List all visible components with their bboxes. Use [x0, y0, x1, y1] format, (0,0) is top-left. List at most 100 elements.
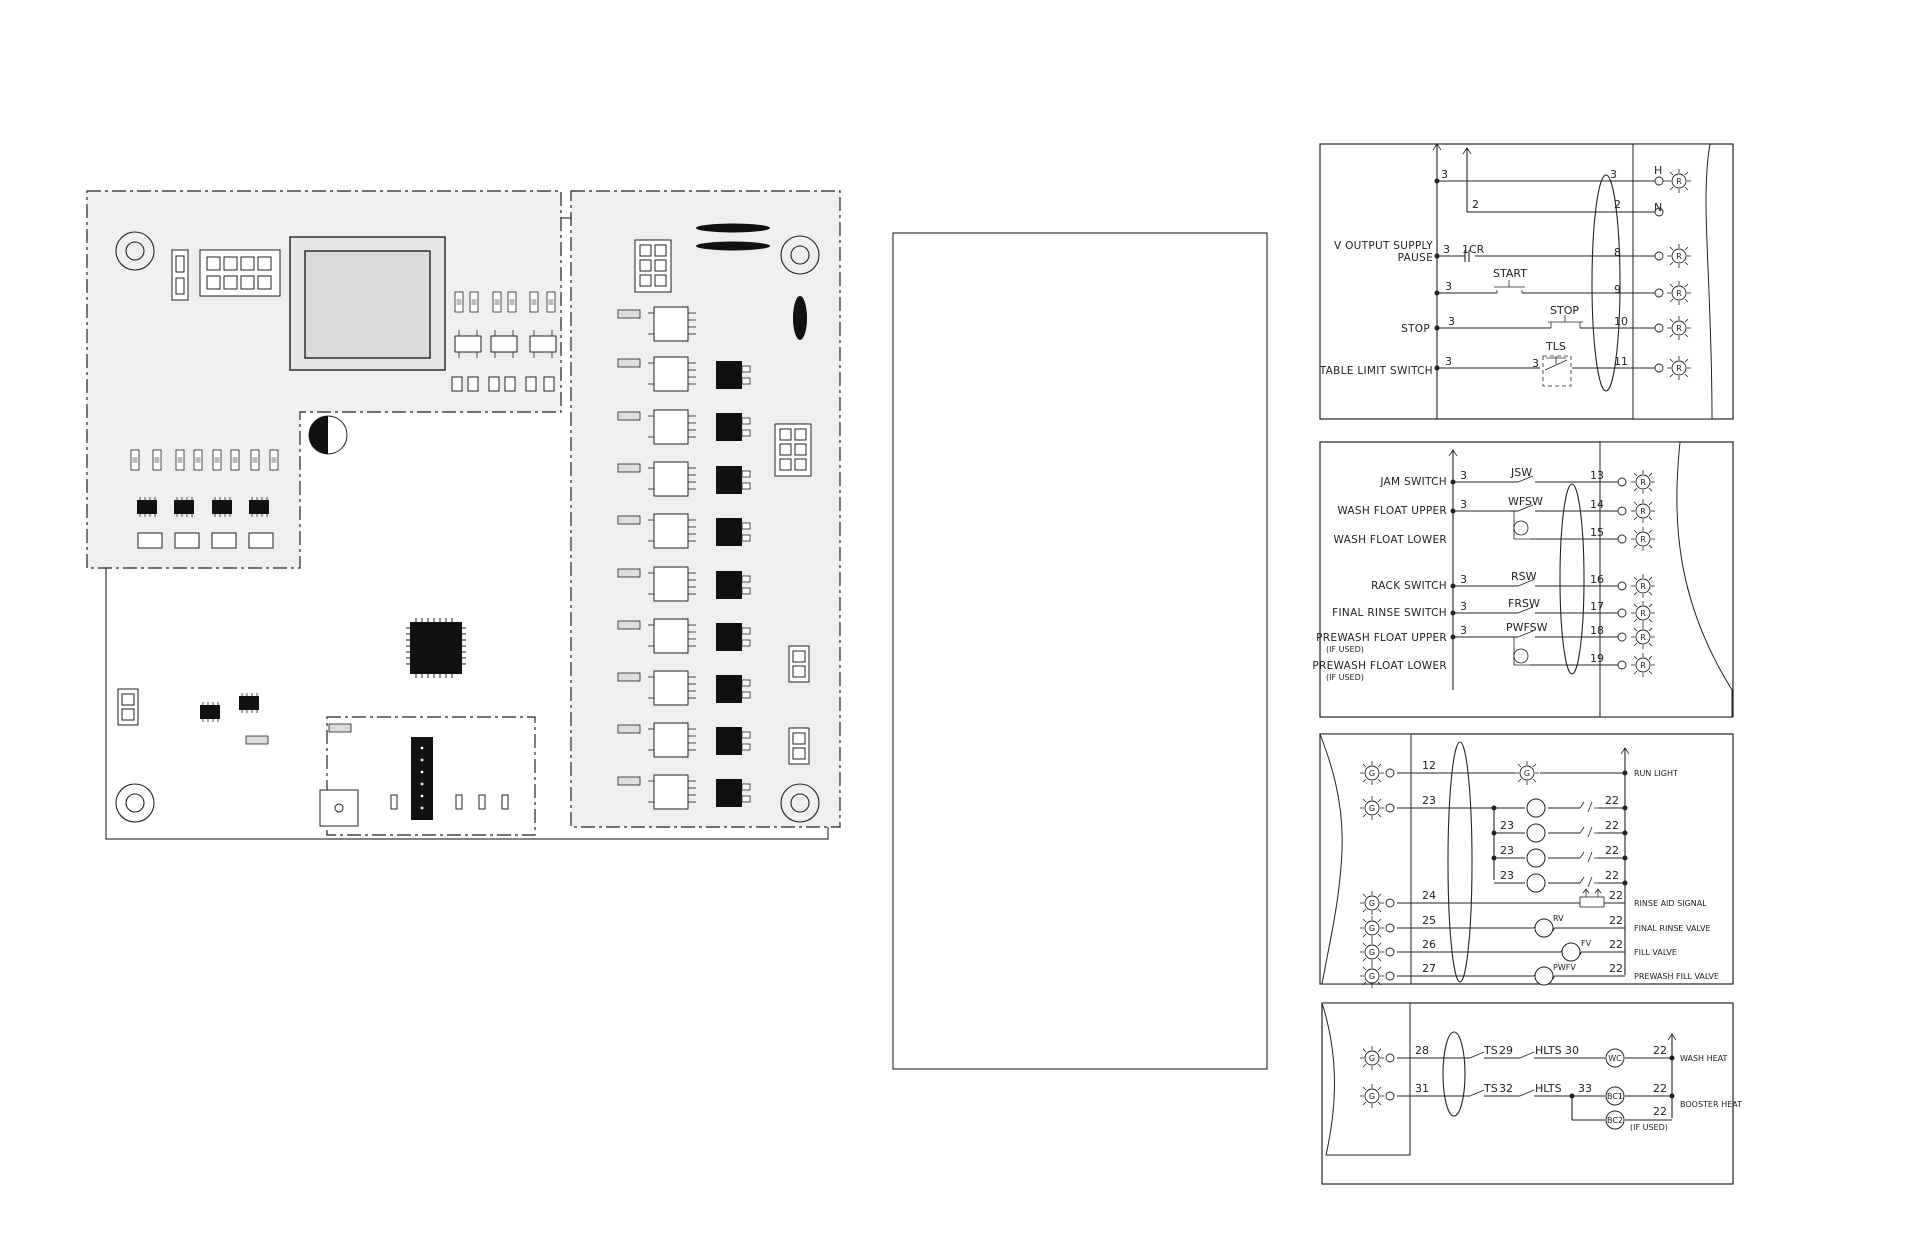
p2-note-2: (IF USED) — [1326, 673, 1364, 682]
connector-2pin-right-a — [788, 645, 810, 683]
p1-device-stop: STOP — [1550, 304, 1579, 317]
connector-2pin-top — [171, 249, 189, 301]
connector-6pin-top — [634, 239, 672, 293]
transformer — [289, 236, 446, 371]
p4-coil-bc2: BC2 — [1607, 1116, 1623, 1125]
mount-hole-bottom-left — [115, 783, 155, 823]
p2-right-13: 13 — [1590, 469, 1604, 482]
p2-device-pwfsw: PWFSW — [1506, 621, 1548, 634]
p1-label-pause: PAUSE — [1398, 252, 1433, 264]
p3-lamp-run: G — [1524, 769, 1530, 778]
p3-right-3: 22 — [1605, 844, 1619, 857]
diode-row — [451, 376, 555, 392]
p4-label-wash-heat: WASH HEAT — [1680, 1054, 1728, 1063]
p1-left-2: 2 — [1472, 198, 1479, 211]
p1-label-v-output: V OUTPUT SUPPLY — [1334, 240, 1433, 252]
p3-lamp-2: G — [1369, 804, 1375, 813]
p4-coil-bc1: BC1 — [1607, 1092, 1623, 1101]
p3-wire-23d: 23 — [1500, 869, 1514, 882]
p2-left-jam: 3 — [1460, 469, 1467, 482]
small-pads — [390, 794, 509, 810]
p1-right-pause: 8 — [1614, 246, 1621, 259]
p1-right-tls: 11 — [1614, 355, 1628, 368]
p3-right-4: 22 — [1605, 869, 1619, 882]
p3-label-rinse-aid: RINSE AID SIGNAL — [1634, 899, 1707, 908]
p3-wire-25: 25 — [1422, 914, 1436, 927]
p2-lamp-5: R — [1640, 609, 1646, 618]
p2-right-15: 15 — [1590, 526, 1604, 539]
p2-lamp-4: R — [1640, 582, 1646, 591]
p1-right-stop: 10 — [1614, 315, 1628, 328]
blank-notes-box — [892, 232, 1268, 1070]
p1-device-1cr: 1CR — [1462, 243, 1485, 256]
panel-2: JAM SWITCH WASH FLOAT UPPER WASH FLOAT L… — [1312, 441, 1734, 718]
p4-wire-29: 29 — [1499, 1044, 1513, 1057]
p3-wire-23c: 23 — [1500, 844, 1514, 857]
p4-lamp-1: G — [1369, 1054, 1375, 1063]
p2-lamp-6: R — [1640, 633, 1646, 642]
p3-label-run-light: RUN LIGHT — [1634, 769, 1678, 778]
p3-device-rv: RV — [1553, 914, 1564, 923]
p2-right-18: 18 — [1590, 624, 1604, 637]
p1-label-stop: STOP — [1401, 323, 1430, 335]
p1-lamp-2: R — [1676, 252, 1682, 261]
p1-lamp-3: R — [1676, 289, 1682, 298]
p3-right-1: 22 — [1605, 794, 1619, 807]
p1-left-1: 3 — [1441, 168, 1448, 181]
p2-right-14: 14 — [1590, 498, 1604, 511]
p2-label-wash-upper: WASH FLOAT UPPER — [1337, 505, 1447, 517]
p3-device-fv: FV — [1581, 939, 1592, 948]
header-strip — [411, 737, 433, 820]
mount-hole-top-right — [780, 235, 820, 275]
pushbutton — [319, 789, 359, 827]
p4-wire-33: 33 — [1578, 1082, 1592, 1095]
p2-left-rack: 3 — [1460, 573, 1467, 586]
p1-right-2: 2 — [1614, 198, 1621, 211]
p3-lamp-5: G — [1369, 948, 1375, 957]
p3-right-6: 22 — [1609, 914, 1623, 927]
buzzer — [308, 415, 348, 455]
p3-right-2: 22 — [1605, 819, 1619, 832]
p4-hlts-1: HLTS — [1535, 1044, 1562, 1057]
p1-term-h: H — [1654, 164, 1662, 177]
p2-lamp-7: R — [1640, 661, 1646, 670]
p3-wire-23a: 23 — [1422, 794, 1436, 807]
p3-wire-24: 24 — [1422, 889, 1436, 902]
panel-4: G G WC BC1 BC2 28 31 TS TS 29 32 HLTS HL… — [1321, 1002, 1742, 1185]
p4-wire-31: 31 — [1415, 1082, 1429, 1095]
p4-label-booster-heat: BOOSTER HEAT — [1680, 1100, 1742, 1109]
p3-lamp-6: G — [1369, 972, 1375, 981]
p3-right-8: 22 — [1609, 962, 1623, 975]
p3-wire-26: 26 — [1422, 938, 1436, 951]
led-pairs — [137, 532, 274, 549]
p2-device-rsw: RSW — [1511, 570, 1537, 583]
p1-lamp-1: R — [1676, 177, 1682, 186]
p1-term-n: N — [1654, 201, 1662, 214]
p4-lamp-2: G — [1369, 1092, 1375, 1101]
p4-right-2: 22 — [1653, 1082, 1667, 1095]
p3-wire-12: 12 — [1422, 759, 1436, 772]
p3-lamp-1: G — [1369, 769, 1375, 778]
p2-lamp-3: R — [1640, 535, 1646, 544]
p3-lamp-4: G — [1369, 924, 1375, 933]
p4-wire-32: 32 — [1499, 1082, 1513, 1095]
p1-right-1: 3 — [1610, 168, 1617, 181]
p1-left-pause: 3 — [1443, 243, 1450, 256]
p1-mid-tls: 3 — [1532, 357, 1539, 370]
microcontroller-chip — [406, 618, 466, 678]
pcb-board — [86, 190, 841, 840]
p4-hlts-2: HLTS — [1535, 1082, 1562, 1095]
p2-label-rack: RACK SWITCH — [1371, 580, 1447, 592]
p4-wire-30: 30 — [1565, 1044, 1579, 1057]
p1-lamp-5: R — [1676, 364, 1682, 373]
p1-left-start: 3 — [1445, 280, 1452, 293]
p3-wire-23b: 23 — [1500, 819, 1514, 832]
p2-left-prewash: 3 — [1460, 624, 1467, 637]
connector-2pin-right-b — [788, 727, 810, 765]
p1-left-tls: 3 — [1445, 355, 1452, 368]
p4-right-1: 22 — [1653, 1044, 1667, 1057]
p2-right-19: 19 — [1590, 652, 1604, 665]
p2-left-final: 3 — [1460, 600, 1467, 613]
p3-right-7: 22 — [1609, 938, 1623, 951]
connector-6pin-right — [774, 423, 812, 477]
